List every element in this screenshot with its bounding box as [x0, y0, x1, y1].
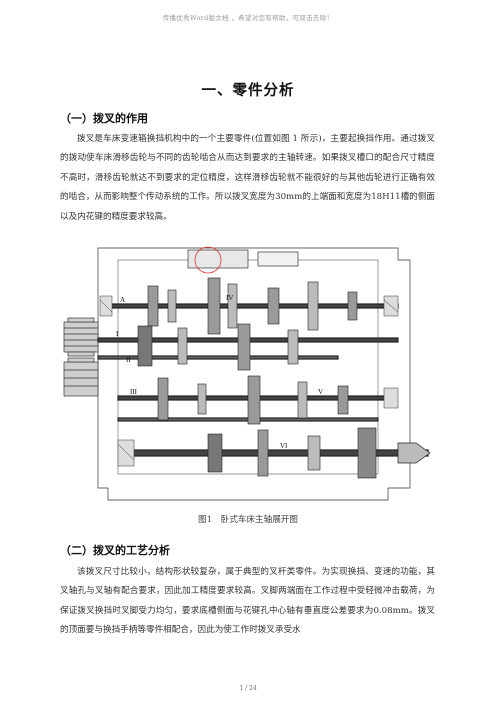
shaft-label-v: V — [318, 388, 323, 396]
section-heading-2: （二）拨叉的工艺分析 — [60, 544, 170, 557]
section-heading-1: （一）拨叉的作用 — [60, 112, 148, 125]
shaft-label-iv: IV — [226, 294, 233, 302]
figure-caption: 图1 卧式车床主轴展开图 — [198, 515, 298, 525]
page-number: 1 / 24 — [239, 685, 257, 692]
shaft-label-iii: III — [130, 388, 138, 396]
shaft-label-ii: II — [126, 356, 131, 364]
shaft-label-vi: VI — [280, 442, 288, 450]
lathe-spindle-drawing: A IV I III V VI II — [63, 246, 431, 501]
section-paragraph-1: 拨叉是车床变速箱换挡机构中的一个主要零件(位置如图 1 所示)，主要起换挡作用。… — [60, 134, 435, 222]
shaft-label-a: A — [120, 296, 125, 304]
header-note: 传播优秀Word版文档 ，希望对您有帮助，可双击去除！ — [162, 14, 334, 22]
page-title: 一、零件分析 — [201, 82, 295, 99]
section-paragraph-2: 该拨叉尺寸比较小，结构形状较复杂，属于典型的叉杆类零件。为实现换挡、变速的功能，… — [60, 567, 435, 636]
shaft-label-i: I — [116, 330, 119, 338]
